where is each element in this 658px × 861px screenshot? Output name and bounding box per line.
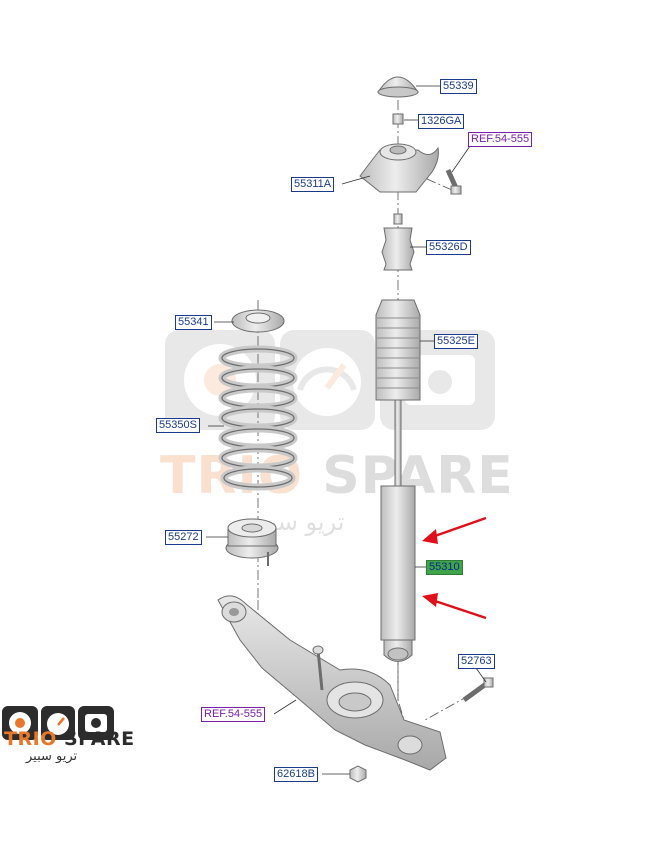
brand-logo-title: TRIO SPARE <box>4 728 135 750</box>
bolt-guide-line <box>417 174 453 191</box>
shock-absorber-part <box>380 485 416 662</box>
lower-nut-part <box>349 765 367 783</box>
coil-spring-part <box>218 345 298 491</box>
callout-55341: 55341 <box>175 315 212 330</box>
brand-logo-arabic: تريو سبير <box>26 749 78 764</box>
upper-mount-part <box>359 143 439 193</box>
bump-stop-part <box>381 213 415 271</box>
lower-control-arm-part <box>217 595 447 771</box>
bolt-bottom-guide-line <box>424 694 471 721</box>
dust-cap-part <box>377 76 419 98</box>
callout-55326D: 55326D <box>426 240 471 255</box>
highlight-arrow-top <box>422 516 487 544</box>
watermark-brand-secondary: SPARE <box>322 446 514 506</box>
dust-boot-part <box>375 299 421 401</box>
mount-bolt-part <box>445 168 462 195</box>
callout-55311A: 55311A <box>291 177 335 192</box>
callout-55310-highlighted: 55310 <box>426 560 463 575</box>
brand-logo <box>2 706 114 740</box>
callout-62618B: 62618B <box>274 767 318 782</box>
callout-55325E: 55325E <box>434 334 478 349</box>
callout-55272: 55272 <box>165 530 202 545</box>
leader-lines <box>206 85 487 775</box>
callout-55339: 55339 <box>440 79 477 94</box>
brand-logo-secondary: SPARE <box>63 728 135 750</box>
lower-bolt-part <box>462 677 494 703</box>
callout-55350S: 55350S <box>156 418 200 433</box>
watermark-brand: TRIO SPARE <box>160 446 514 506</box>
callout-ref-bottom[interactable]: REF.54-555 <box>201 707 266 722</box>
shock-rod-part <box>394 399 402 487</box>
lower-spring-pad-part <box>225 518 279 566</box>
callout-52763: 52763 <box>458 654 495 669</box>
highlight-arrow-bottom <box>422 593 487 620</box>
callout-ref-top[interactable]: REF.54-555 <box>468 132 533 147</box>
brand-logo-primary: TRIO <box>4 728 57 750</box>
callout-1326GA: 1326GA <box>418 114 465 129</box>
nut-part <box>392 113 404 125</box>
upper-spring-pad-part <box>231 309 285 333</box>
